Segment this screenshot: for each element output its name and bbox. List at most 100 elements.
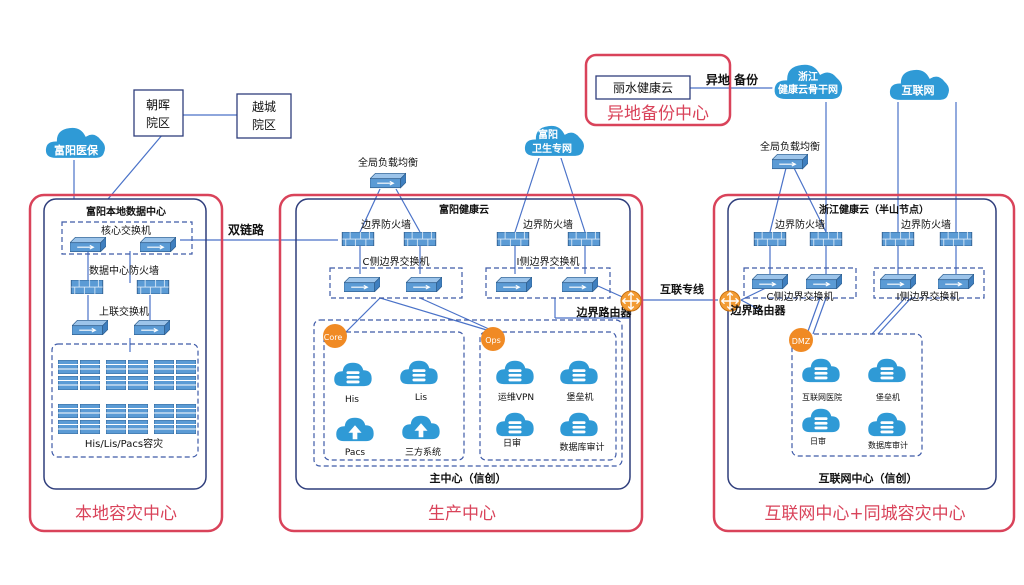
core-tag-icon [323,324,347,348]
i-switch-group-right [873,267,985,299]
switch-icon [880,274,916,289]
c-switch-group-right [743,267,857,299]
zone-offsite-backup: 丽水健康云 异地备份中心 [584,53,732,127]
svg-text:边界防火墙: 边界防火墙 [775,218,825,231]
server-icon [58,420,78,434]
switch-icon [140,237,176,252]
server-icon [80,360,100,374]
svg-text:DMZ: DMZ [792,337,811,346]
firewall-icon [809,232,843,246]
server-icon [154,404,174,418]
server-icon [80,376,100,390]
svg-text:Ops: Ops [485,336,501,345]
server-icon [128,420,148,434]
third-party-icon [402,415,440,440]
server-icon [176,404,196,418]
offsite-backup-link-label: 异地 备份 [706,72,759,87]
svg-text:富阳医保: 富阳医保 [54,143,99,157]
cloud-internet: 互联网 [887,67,952,103]
lishui-box [595,75,691,100]
zone-production: 生产中心 [278,193,644,533]
switch-icon [344,277,380,292]
dmz-group [791,333,923,457]
local-dc: 富阳本地数据中心 核心交换机 数据中心防火墙 上联交换机 [51,205,199,458]
campus-zhaohui: 朝晖 院区 [133,89,184,137]
load-balancer-icon [370,172,406,189]
server-icon [80,420,100,434]
svg-text:I侧边界交换机: I侧边界交换机 [897,290,960,303]
interconnect-label: 互联专线 [660,282,704,296]
ops-tag-icon [481,327,505,351]
server-icon [58,360,78,374]
core-switch-group [61,221,193,255]
server-racks [58,360,196,434]
switch-icon [70,237,106,252]
svg-text:越城: 越城 [252,100,276,114]
server-icon [154,376,174,390]
ops-group [479,331,617,461]
switch-icon [938,274,974,289]
server-icon [128,376,148,390]
svg-text:数据库审计: 数据库审计 [868,440,908,450]
switch-icon [752,274,788,289]
db-audit-icon [560,412,598,437]
svg-text:边界防火墙: 边界防火墙 [361,218,411,231]
server-icon [58,404,78,418]
firewall-icon [567,232,601,246]
lishui-label: 丽水健康云 [613,80,673,95]
border-router-icon [620,290,642,312]
switch-icon [496,277,532,292]
internet-center-footer: 互联网中心（信创） [819,471,918,485]
zone-production-title: 生产中心 [428,504,496,524]
svg-text:边界防火墙: 边界防火墙 [523,218,573,231]
zone-offsite-title: 异地备份中心 [607,104,709,124]
server-group [51,343,199,458]
cloud-yibao: 富阳医保 [43,125,108,161]
log-audit-icon [496,412,534,437]
firewall-icon [939,232,973,246]
zone-internet-dr-title: 互联网中心+同城容灾中心 [764,504,965,524]
svg-text:卫生专网: 卫生专网 [532,142,572,155]
switch-icon [562,277,598,292]
svg-text:浙江: 浙江 [798,70,818,83]
svg-text:运维VPN: 运维VPN [498,391,534,403]
svg-text:I侧边界交换机: I侧边界交换机 [517,255,580,268]
firewall-icon [881,232,915,246]
internet-hospital-icon [802,358,840,383]
svg-text:院区: 院区 [252,118,276,132]
svg-text:互联网: 互联网 [902,83,935,97]
server-icon [176,376,196,390]
svg-text:数据中心防火墙: 数据中心防火墙 [89,264,159,277]
server-icon [176,360,196,374]
his-icon [334,362,372,387]
firewall-icon [136,280,170,294]
svg-text:上联交换机: 上联交换机 [99,305,149,318]
server-icon [106,404,126,418]
db-audit-icon [868,412,906,437]
svg-text:三方系统: 三方系统 [405,446,441,458]
server-icon [106,360,126,374]
zone-local-dr: 本地容灾中心 [28,193,224,533]
log-audit-icon [802,408,840,433]
bastion-icon [868,358,906,383]
firewall-icon [341,232,375,246]
firewall-icon [403,232,437,246]
server-icon [154,420,174,434]
lis-icon [400,360,438,385]
server-icon [154,360,174,374]
server-icon [128,404,148,418]
pacs-icon [336,417,374,442]
ops-vpn-icon [496,360,534,385]
svg-text:C侧边界交换机: C侧边界交换机 [767,290,834,303]
local-dc-title: 富阳本地数据中心 [86,205,166,218]
svg-text:C侧边界交换机: C侧边界交换机 [363,255,430,268]
dmz-tag-icon [789,328,813,352]
svg-text:富阳: 富阳 [538,128,558,141]
zone-local-dr-title: 本地容灾中心 [75,504,177,524]
svg-text:His/Lis/Pacs容灾: His/Lis/Pacs容灾 [85,437,163,450]
c-switch-group [329,267,463,299]
switch-icon [406,277,442,292]
switch-icon [134,320,170,335]
svg-text:堡垒机: 堡垒机 [876,392,900,402]
